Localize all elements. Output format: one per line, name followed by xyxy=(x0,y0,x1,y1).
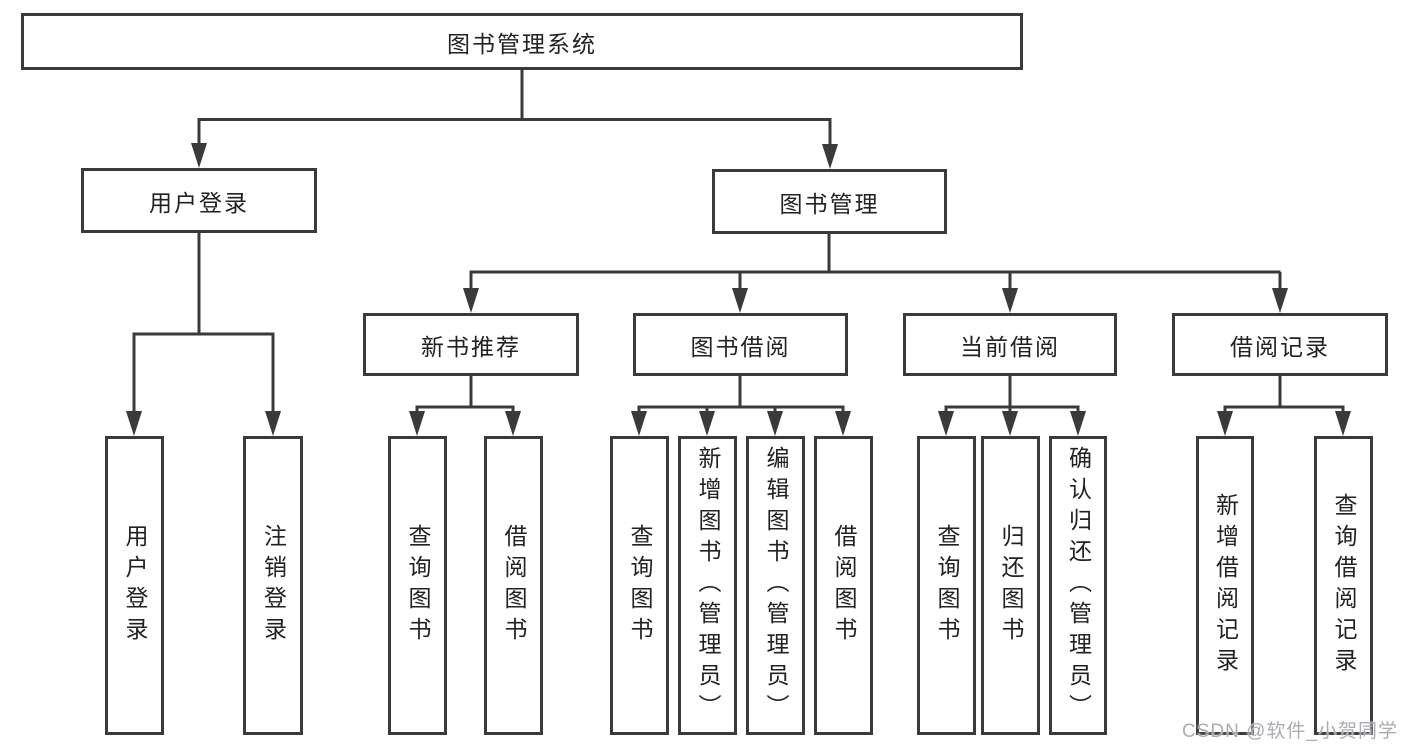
leaf-logout: 注销登录 xyxy=(243,436,303,735)
leaf-query-books-recommend-label: 查询图书 xyxy=(405,523,431,648)
node-current-borrowing-label: 当前借阅 xyxy=(960,333,1060,360)
arrowheads xyxy=(126,143,1351,436)
node-book-management: 图书管理 xyxy=(712,169,947,234)
leaf-borrow-books-recommend-label: 借阅图书 xyxy=(501,523,527,648)
node-root-label: 图书管理系统 xyxy=(447,30,597,57)
leaf-user-login: 用户登录 xyxy=(105,436,164,735)
leaf-return-book-label: 归还图书 xyxy=(998,523,1024,648)
csdn-watermark: CSDN @软件_小贺同学 xyxy=(1182,721,1398,742)
node-new-book-recommend-label: 新书推荐 xyxy=(421,333,521,360)
leaf-borrow-books-2-label: 借阅图书 xyxy=(831,523,857,648)
leaf-query-books-current: 查询图书 xyxy=(917,436,976,735)
leaf-add-borrow-record: 新增借阅记录 xyxy=(1196,436,1254,735)
leaf-borrow-books-2: 借阅图书 xyxy=(814,436,873,735)
node-root: 图书管理系统 xyxy=(21,13,1023,70)
leaf-add-borrow-record-label: 新增借阅记录 xyxy=(1212,492,1239,679)
leaf-edit-book-admin-label: 编辑图书（管理员） xyxy=(763,446,789,725)
node-book-borrowing-label: 图书借阅 xyxy=(690,333,791,360)
leaf-return-book: 归还图书 xyxy=(981,436,1040,735)
leaf-query-borrow-record: 查询借阅记录 xyxy=(1314,436,1373,735)
leaf-query-books-recommend: 查询图书 xyxy=(388,436,447,735)
node-user-login-label: 用户登录 xyxy=(149,189,249,216)
leaf-query-books-borrowing: 查询图书 xyxy=(610,436,669,735)
leaf-user-login-label: 用户登录 xyxy=(122,523,148,648)
node-borrowing-records-label: 借阅记录 xyxy=(1230,333,1330,360)
leaf-logout-label: 注销登录 xyxy=(260,523,287,648)
node-new-book-recommend: 新书推荐 xyxy=(363,313,579,376)
leaf-borrow-books-recommend: 借阅图书 xyxy=(484,436,543,735)
leaf-add-book-admin: 新增图书（管理员） xyxy=(678,436,737,735)
leaf-confirm-return-admin: 确认归还（管理员） xyxy=(1049,436,1107,735)
node-book-borrowing: 图书借阅 xyxy=(633,313,848,376)
leaf-query-books-borrowing-label: 查询图书 xyxy=(627,523,653,648)
leaf-query-borrow-record-label: 查询借阅记录 xyxy=(1331,492,1357,679)
leaf-add-book-admin-label: 新增图书（管理员） xyxy=(695,446,721,725)
leaf-query-books-current-label: 查询图书 xyxy=(934,523,960,648)
node-current-borrowing: 当前借阅 xyxy=(903,313,1117,376)
leaf-edit-book-admin: 编辑图书（管理员） xyxy=(746,436,805,735)
node-user-login: 用户登录 xyxy=(81,168,317,233)
node-borrowing-records: 借阅记录 xyxy=(1172,313,1388,376)
node-book-management-label: 图书管理 xyxy=(779,190,880,217)
leaf-confirm-return-admin-label: 确认归还（管理员） xyxy=(1065,446,1092,725)
